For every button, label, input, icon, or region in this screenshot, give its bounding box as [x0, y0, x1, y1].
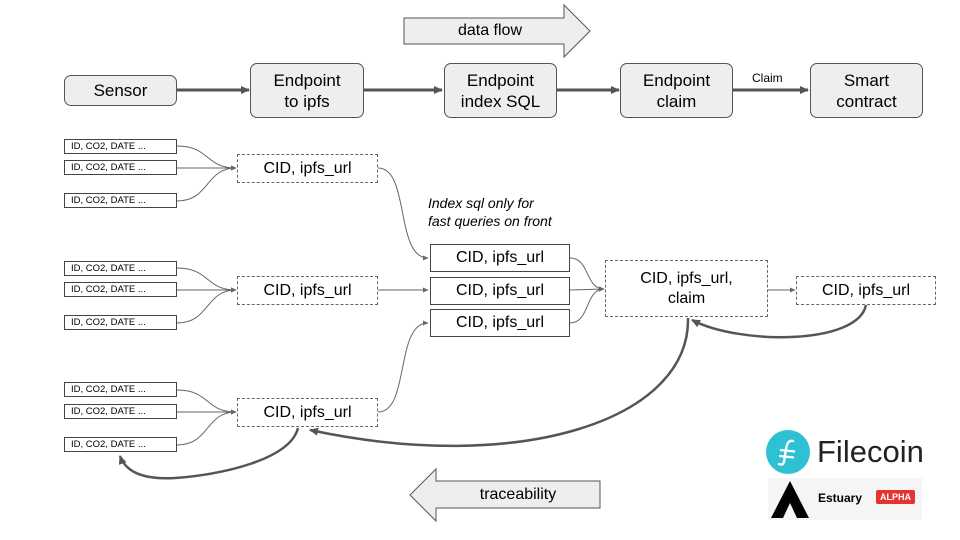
record-row: ID, CO2, DATE ...: [64, 382, 177, 397]
record-row: ID, CO2, DATE ...: [64, 315, 177, 330]
trace-edges: [118, 304, 868, 480]
record-row: ID, CO2, DATE ...: [64, 160, 177, 175]
data-flow-arrow: [403, 3, 591, 59]
group3-edges: [176, 389, 237, 446]
estuary-wordmark: Estuary: [818, 491, 863, 505]
data-flow-label: data flow: [457, 22, 523, 39]
sql-row-3: CID, ipfs_url: [430, 309, 570, 337]
smart-contract-node: Smart contract: [810, 63, 923, 118]
record-row: ID, CO2, DATE ...: [64, 139, 177, 154]
cid-claim-box: CID, ipfs_url, claim: [605, 260, 768, 317]
sql-to-claim-edges: [569, 257, 796, 324]
cid-box-1: CID, ipfs_url: [237, 154, 378, 183]
filecoin-wordmark: Filecoin: [817, 434, 924, 469]
traceability-arrow: [409, 467, 601, 523]
endpoint-claim-node: Endpoint claim: [620, 63, 733, 118]
endpoint-ipfs-node: Endpoint to ipfs: [250, 63, 364, 118]
sql-row-1: CID, ipfs_url: [430, 244, 570, 272]
cid-box-3: CID, ipfs_url: [237, 398, 378, 427]
cid-box-2: CID, ipfs_url: [237, 276, 378, 305]
record-row: ID, CO2, DATE ...: [64, 282, 177, 297]
record-row: ID, CO2, DATE ...: [64, 404, 177, 419]
estuary-logo-icon: [771, 481, 809, 518]
cid-to-sql-edges: [377, 167, 429, 413]
claim-edge-label: Claim: [752, 71, 783, 85]
filecoin-logo-icon: [766, 430, 810, 474]
contract-cid-box: CID, ipfs_url: [796, 276, 936, 305]
record-row: ID, CO2, DATE ...: [64, 193, 177, 208]
sql-row-2: CID, ipfs_url: [430, 277, 570, 305]
estuary-alpha-badge: ALPHA: [876, 490, 915, 504]
record-row: ID, CO2, DATE ...: [64, 261, 177, 276]
traceability-label: traceability: [479, 485, 557, 503]
sensor-node: Sensor: [64, 75, 177, 106]
group1-edges: [176, 145, 237, 202]
group2-edges: [176, 267, 237, 324]
endpoint-sql-node: Endpoint index SQL: [444, 63, 557, 118]
record-row: ID, CO2, DATE ...: [64, 437, 177, 452]
index-sql-note: Index sql only for fast queries on front: [428, 195, 552, 229]
estuary-brand: Estuary ALPHA: [768, 478, 922, 520]
